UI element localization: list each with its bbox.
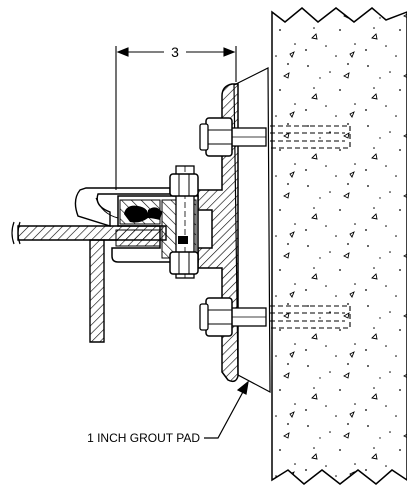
upper-wall-bolt — [199, 117, 267, 157]
clamp-cover — [74, 187, 171, 227]
support-angle-leg — [89, 239, 118, 343]
grout-pad-callout-label: 1 INCH GROUT PAD — [87, 431, 200, 445]
lower-wall-bolt — [199, 297, 267, 337]
callout-leader — [204, 380, 249, 439]
dimension-line — [115, 46, 237, 190]
clamp-through-bolt — [169, 165, 199, 279]
seal-gasket — [124, 205, 162, 223]
concrete-wall — [271, 7, 407, 485]
grout-pad — [233, 67, 271, 394]
dimension-label: 3 — [171, 44, 179, 60]
panel-plate — [11, 221, 167, 245]
